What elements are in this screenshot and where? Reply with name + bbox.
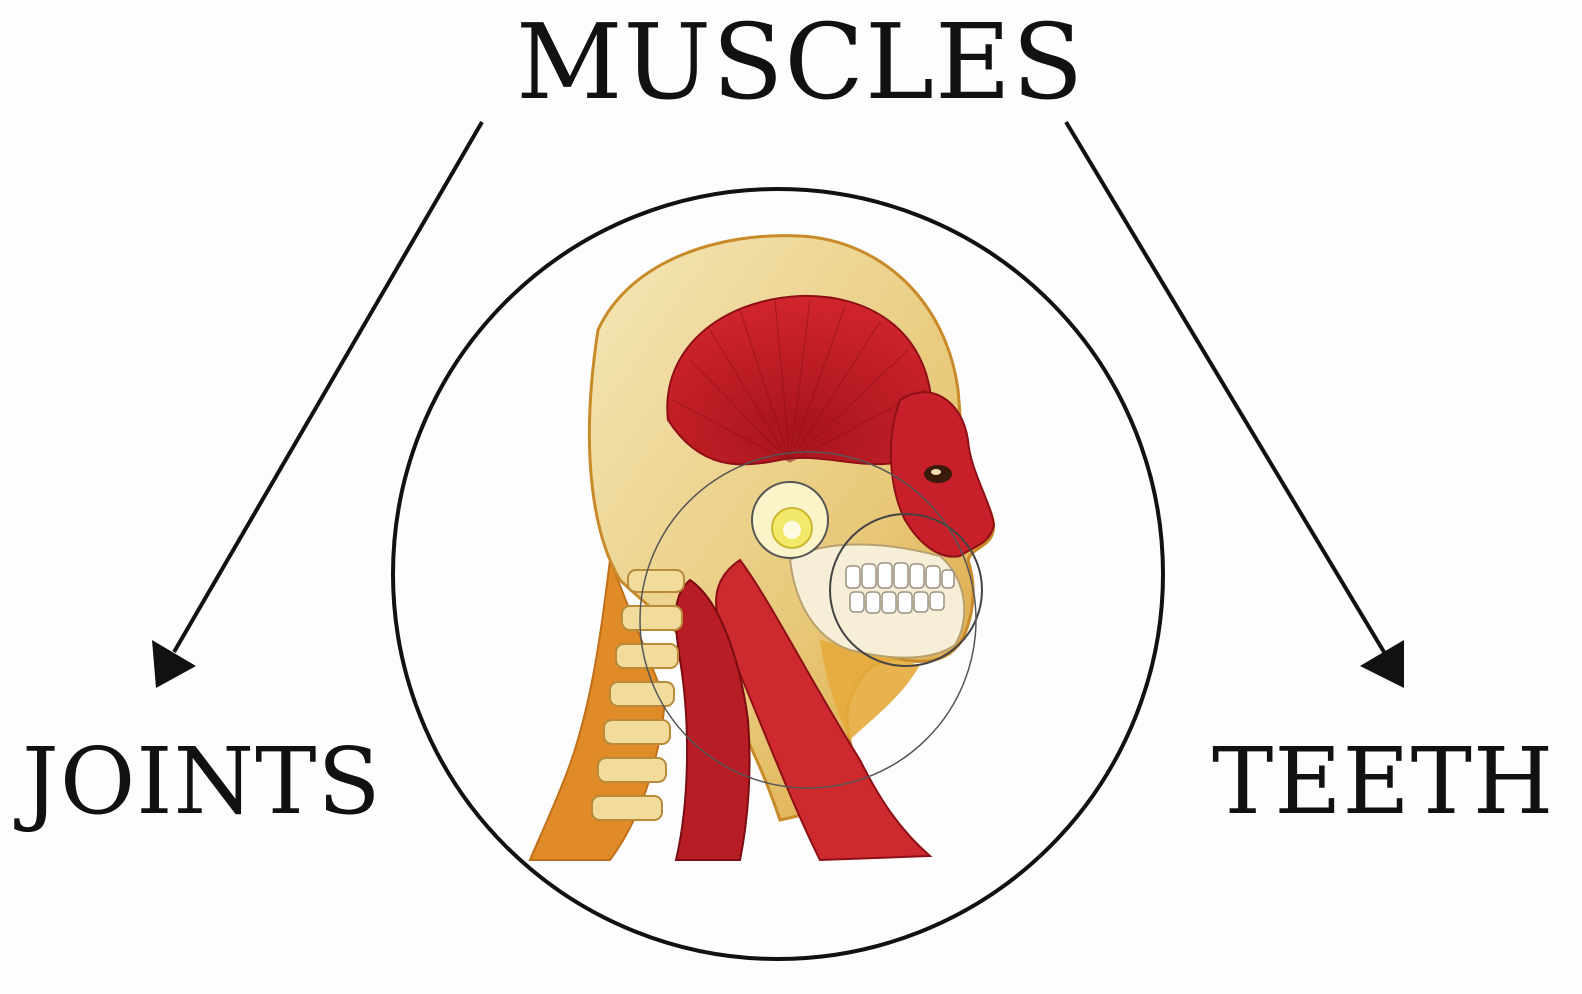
joints-label: JOINTS — [22, 728, 382, 835]
arrow-muscles-to-teeth — [1064, 120, 1404, 688]
outer-circle — [391, 187, 1165, 961]
head-anatomy-illustration — [528, 234, 996, 862]
jaw-focus-circle — [639, 451, 977, 789]
cervical-spine — [591, 569, 685, 821]
deep-neck-muscle — [674, 578, 751, 861]
teeth-label: TEETH — [1212, 728, 1555, 835]
teeth-focus-circle — [829, 513, 983, 667]
teeth-illustration — [845, 562, 955, 614]
muscles-label: MUSCLES — [516, 1, 1085, 123]
arrow-muscles-to-joints — [152, 120, 484, 688]
